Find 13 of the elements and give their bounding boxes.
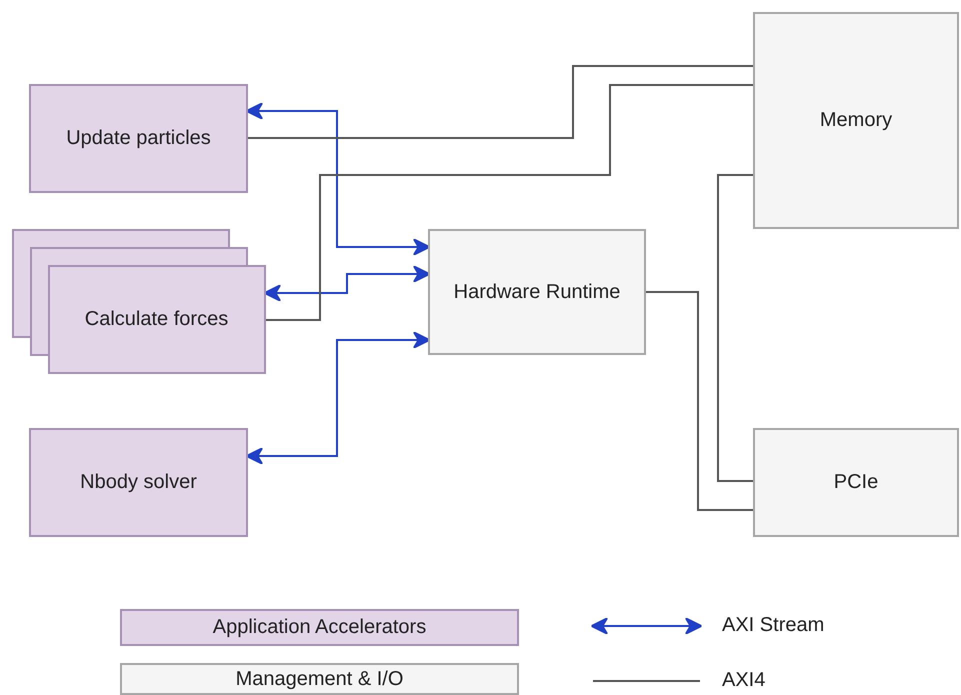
process-box: Update particles: [29, 84, 248, 193]
legend-label: AXI4: [722, 669, 766, 692]
process-box: Hardware Runtime: [428, 229, 646, 355]
connector-line: [646, 291, 753, 511]
process-box: Nbody solver: [29, 428, 248, 537]
connector-line: [248, 65, 753, 139]
connector-line: [266, 84, 753, 321]
connector-line: [717, 174, 753, 482]
legend-swatch: Application Accelerators: [120, 609, 519, 646]
process-box: PCIe: [753, 428, 959, 537]
legend-swatch: Management & I/O: [120, 663, 519, 695]
legend-label: AXI Stream: [722, 614, 824, 637]
process-box: Memory: [753, 12, 959, 229]
